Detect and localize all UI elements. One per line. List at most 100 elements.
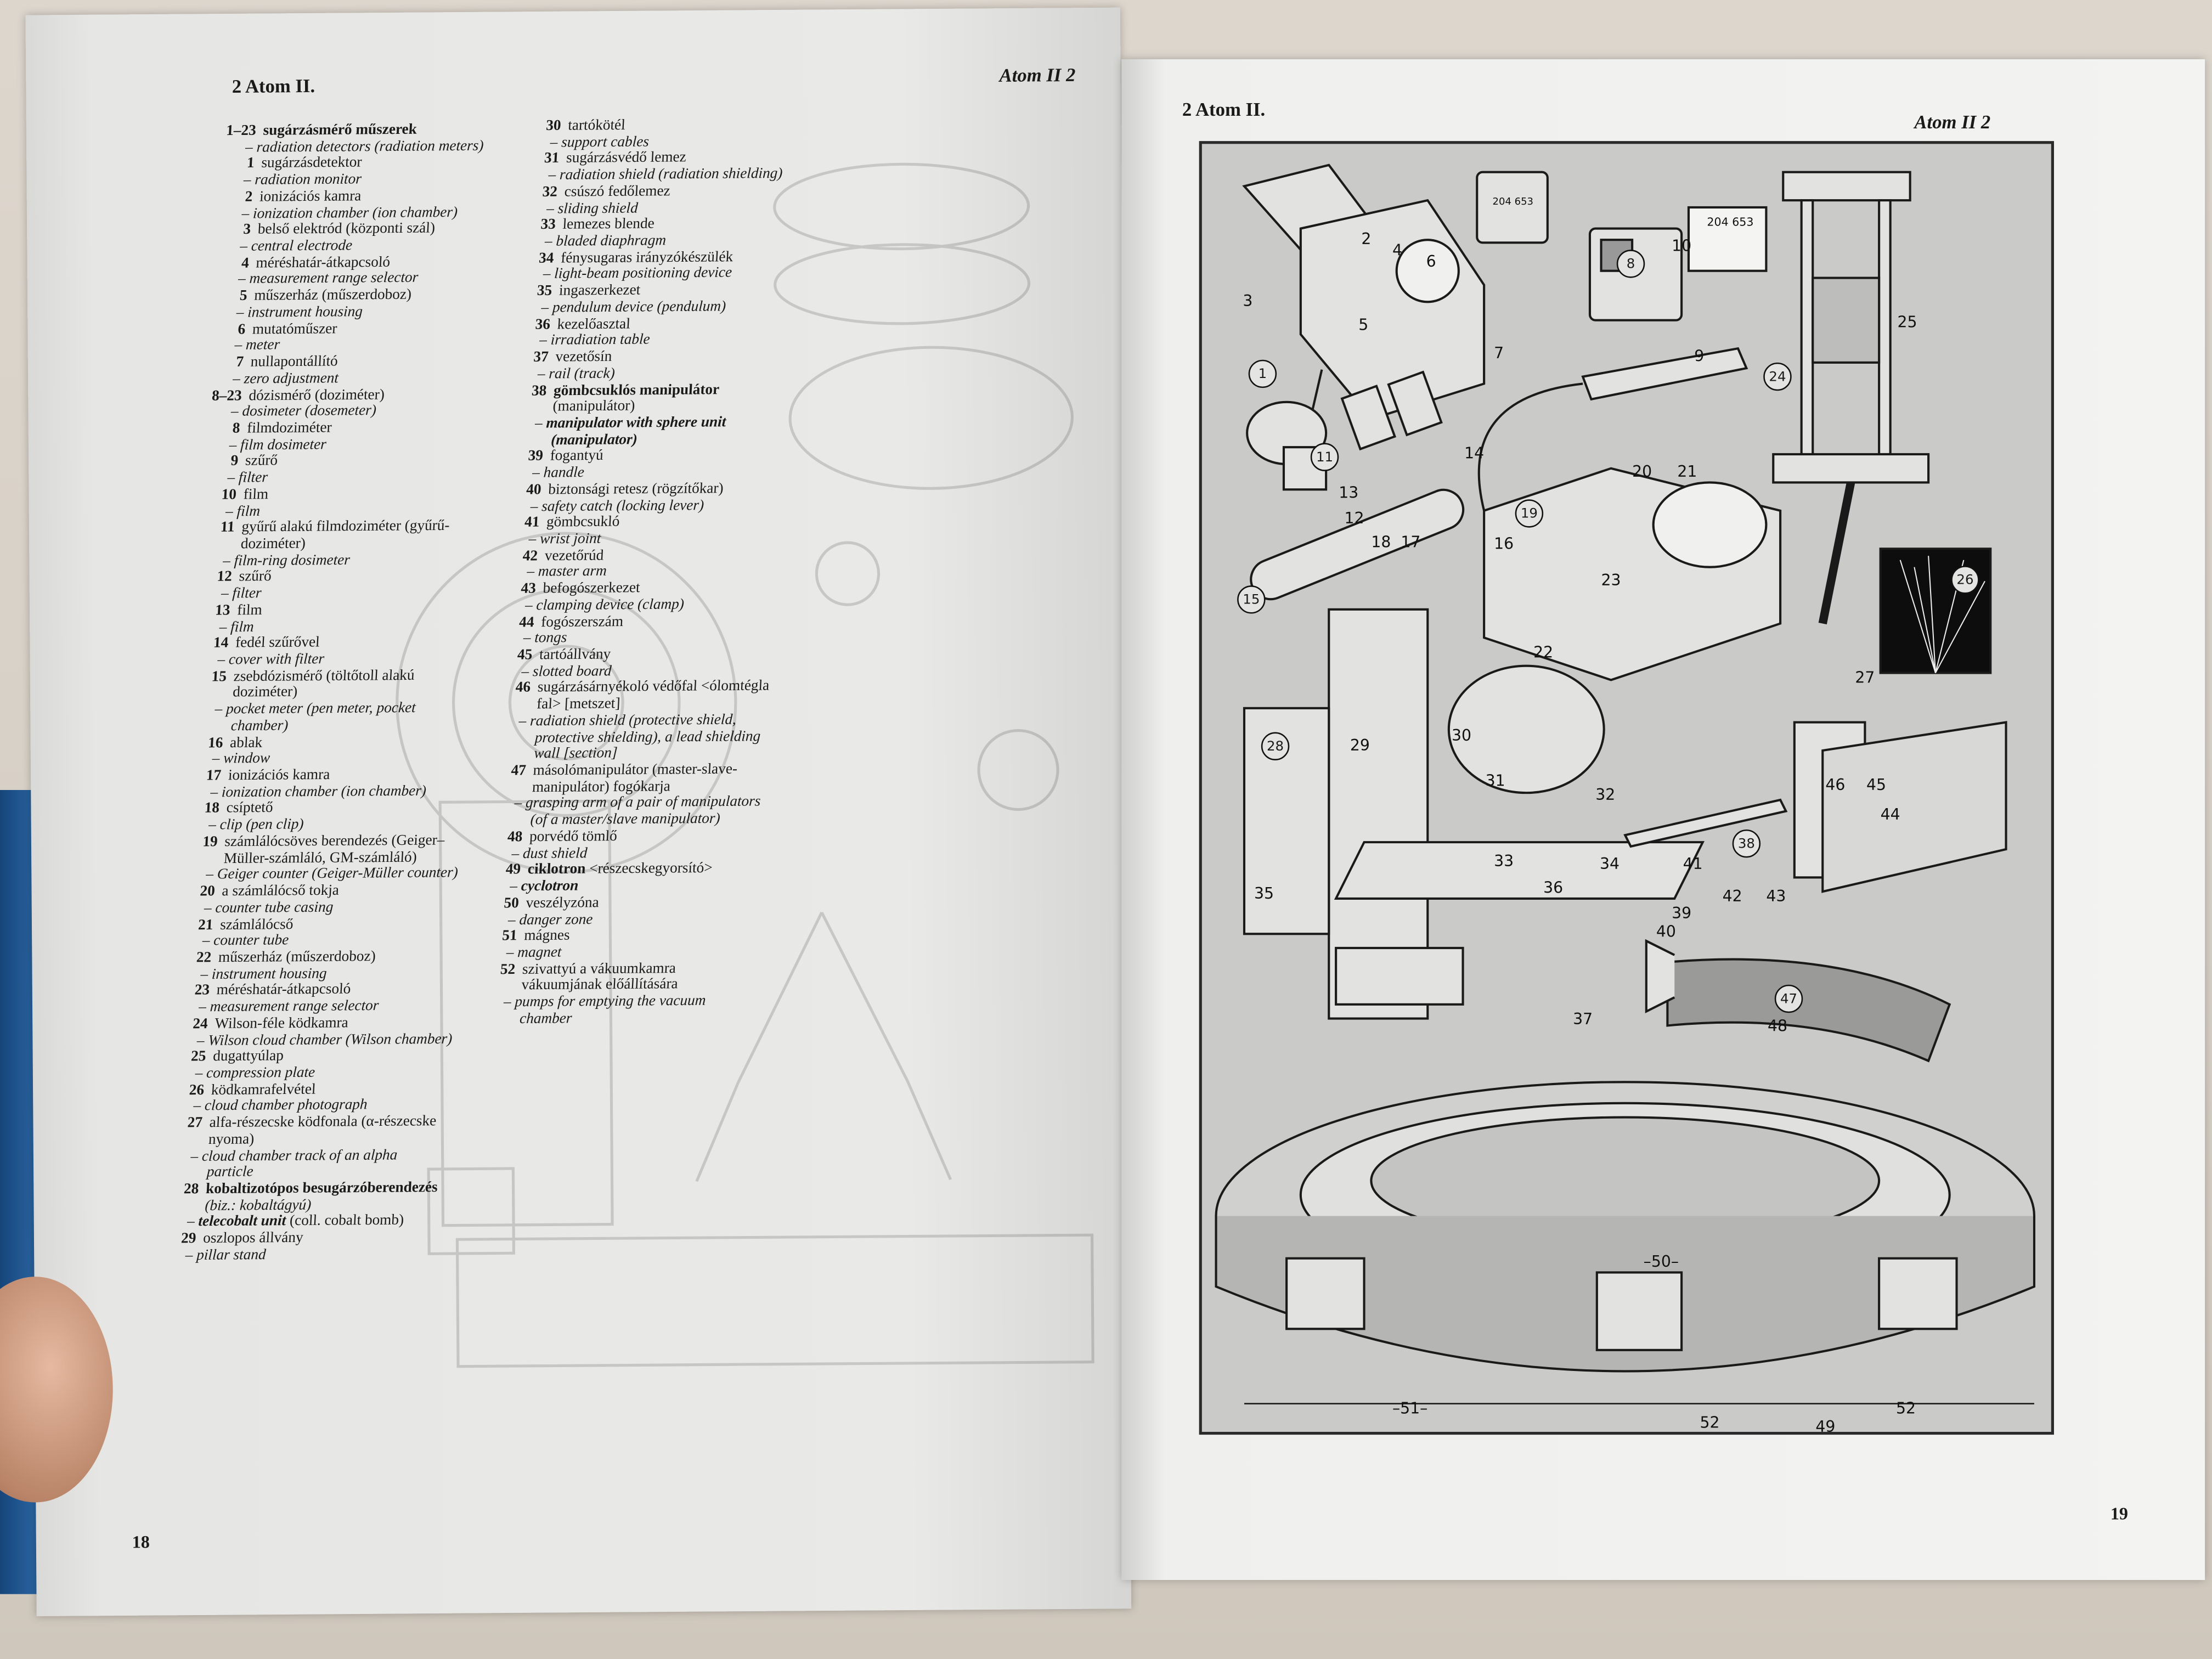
figure-callout: 44 [1880,805,1900,824]
english-term: telecobalt unit [198,1214,286,1231]
hungarian-term: film [242,487,269,503]
english-term: irradiation table [550,332,651,349]
entry-english: – compression plate [194,1065,315,1082]
entry-number: 10 [221,487,237,503]
figure-callout: 48 [1767,1017,1787,1036]
hungarian-term: méréshatár-átkapcsoló [255,255,391,272]
entry-english: – cyclotron [509,879,579,895]
hungarian-term: másolómanipulátor (master-slave-manipulá… [532,762,738,796]
entry-hungarian: fogantyú [550,448,783,466]
english-term: film-ring dosimeter [233,552,351,569]
english-term: dust shield [522,845,588,862]
entry-hungarian: dugattyúlap [212,1048,452,1066]
figure-callout-circled: 1 [1248,359,1277,388]
english-term: filter [238,470,268,487]
entry-number: 41 [524,515,540,532]
english-term: handle [543,465,585,482]
hungarian-term: sugárzásvédő lemez [566,150,687,167]
hungarian-term: méréshatár-átkapcsoló [216,982,352,999]
entry-number: 6 [237,321,246,338]
english-term: rail (track) [548,366,616,382]
entry-number: 9 [230,454,239,470]
page-number: 18 [132,1532,150,1553]
entry-english: – sliding shield [546,200,639,217]
figure-callout: 42 [1722,887,1742,906]
entry-english: – instrument housing [236,304,363,321]
entry-english: – wrist joint [528,532,602,548]
english-term: magnet [517,945,562,961]
hungarian-term: csíptető [225,801,274,817]
entry-number: 32 [541,184,558,201]
entry-number: 11 [220,520,235,537]
figure-callout-circled: 24 [1763,362,1792,391]
entry-number: 46 [515,681,531,697]
entry-english: – film [219,619,255,636]
entry-hungarian: Wilson-féle ködkamra [215,1015,454,1033]
entry-hungarian: fogószerszám [540,613,774,631]
figure-callout: 33 [1494,852,1514,871]
entry-english: – measurement range selector [198,998,380,1016]
entry-hungarian: gömbcsukló [546,514,780,532]
figure-callout: 27 [1855,668,1875,687]
page-number: 19 [2110,1504,2128,1524]
entry-hungarian: csúszó fedőlemez [564,183,798,201]
entry-number: 19 [202,834,218,850]
hungarian-note: (manipulátor) [552,399,636,415]
entry-english: – central electrode [239,238,353,255]
figure-callout: 9 [1694,347,1705,365]
entry-english: – clip (pen clip) [208,817,304,834]
english-term: slotted board [532,663,612,680]
english-term: tongs [534,631,568,647]
hungarian-term: veszélyzóna [525,895,600,912]
entry-hungarian: alfa-részecske ködfonala (α-részecske ny… [208,1114,448,1149]
entry-number: 26 [189,1082,205,1099]
english-term: pocket meter (pen meter, pocket chamber) [225,701,416,735]
english-term: radiation shield (radiation shielding) [559,166,783,184]
figure-callout: 49 [1815,1418,1836,1435]
entry-english: – tongs [523,631,568,647]
entry-hungarian: kobaltizotópos besugárzóberendezés (biz.… [205,1180,445,1215]
entry-hungarian: számlálócső [219,916,459,934]
hungarian-term: lemezes blende [562,217,655,234]
hungarian-term: gömbcsukló [546,515,620,531]
entry-number: 35 [537,284,552,300]
hungarian-term: belső elektród (központi szál) [257,221,436,239]
english-term: instrument housing [211,966,328,983]
entry-hungarian: vezetősín [555,348,789,366]
hungarian-term: biztonsági retesz (rögzítőkar) [548,481,724,498]
entry-number: 8–23 [211,388,242,404]
hungarian-term: műszerház (műszerdoboz) [253,287,412,304]
entry-hungarian: ciklotron <részecskegyorsító> [527,861,761,879]
entry-hungarian: méréshatár-átkapcsoló [256,254,495,272]
entry-number: 42 [522,548,538,565]
entry-number: 34 [538,251,555,267]
hungarian-term: ionizációs kamra [259,189,362,205]
hungarian-term: fogószerszám [540,614,624,630]
entry-english: – manipulator with sphere unit (manipula… [534,415,727,449]
figure-callout: 3 [1243,292,1253,311]
hungarian-term: a számlálócső tokja [221,883,340,900]
entry-hungarian: film [243,486,482,504]
entry-english: – instrument housing [200,966,328,983]
film-dosimeter-drawing [1476,171,1549,244]
figure-callout: 37 [1573,1010,1593,1029]
entry-english: – window [211,752,270,768]
english-term: central electrode [251,238,353,255]
figure-callout-circled: 11 [1310,443,1339,471]
english-term: safety catch (locking lever) [541,498,704,515]
